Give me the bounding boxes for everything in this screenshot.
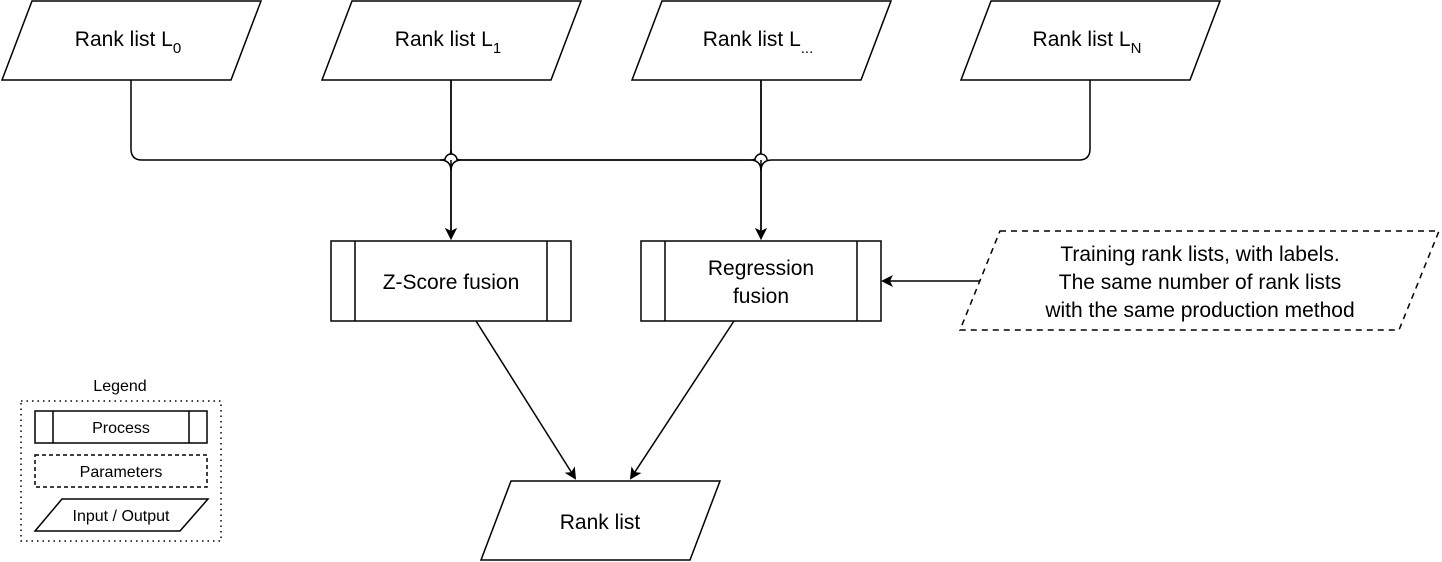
input-rank-list-n: Rank list LN <box>959 0 1222 81</box>
input-rank-list-1: Rank list L1 <box>320 0 583 81</box>
input-3-subscript: N <box>1131 40 1142 57</box>
input-2-label: Rank list L <box>703 28 801 51</box>
output-label: Rank list <box>560 511 641 534</box>
legend-parameters-label: Parameters <box>80 464 163 481</box>
regression-label-line1: Regression <box>708 257 814 280</box>
parameters-training-lists: Training rank lists, with labels. The sa… <box>958 230 1441 331</box>
parameters-line1: Training rank lists, with labels. <box>1060 243 1339 266</box>
regression-label-line2: fusion <box>733 285 789 308</box>
parameters-line2: The same number of rank lists <box>1059 271 1341 294</box>
output-rank-list: Rank list <box>479 480 722 561</box>
input-rank-list-0: Rank list L0 <box>0 0 263 81</box>
process-zscore-fusion: Z-Score fusion <box>330 240 572 322</box>
svg-text:Rank list L0: Rank list L0 <box>75 28 181 57</box>
input-1-subscript: 1 <box>493 40 501 57</box>
input-0-label: Rank list L <box>75 28 173 51</box>
input-2-subscript: ... <box>801 40 814 57</box>
legend-process-label: Process <box>92 420 150 437</box>
legend: Legend Process Parameters Input / Output <box>20 378 222 542</box>
svg-text:Rank list L...: Rank list L... <box>703 28 814 57</box>
input-0-subscript: 0 <box>173 40 181 57</box>
input-3-label: Rank list L <box>1033 28 1131 51</box>
zscore-label: Z-Score fusion <box>383 271 520 294</box>
legend-input-output: Input / Output <box>33 498 210 532</box>
process-regression-fusion: Regression fusion <box>640 240 882 322</box>
legend-process: Process <box>34 410 208 444</box>
legend-parameters: Parameters <box>34 454 208 488</box>
legend-input-output-label: Input / Output <box>73 508 171 525</box>
legend-title: Legend <box>93 378 146 395</box>
input-1-label: Rank list L <box>395 28 493 51</box>
connectors <box>130 80 1091 480</box>
svg-text:Rank list LN: Rank list LN <box>1033 28 1142 57</box>
input-rank-list-ellipsis: Rank list L... <box>630 0 893 81</box>
svg-text:Rank list L1: Rank list L1 <box>395 28 501 57</box>
parameters-line3: with the same production method <box>1044 299 1354 322</box>
